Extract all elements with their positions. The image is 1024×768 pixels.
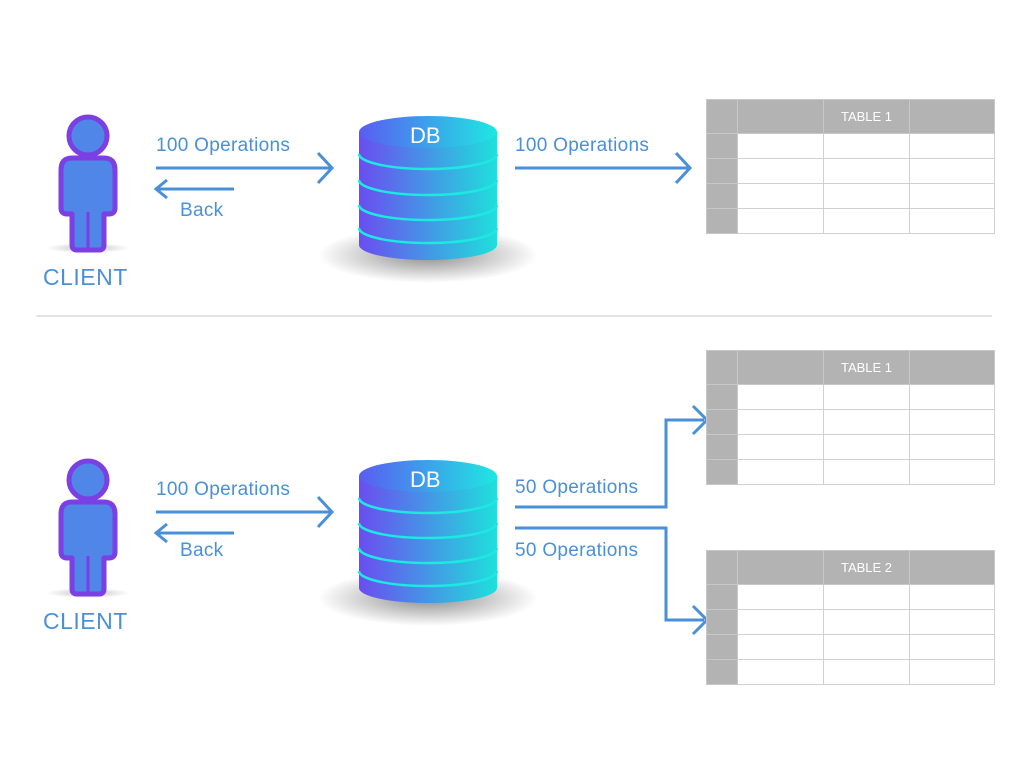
request-arrow-top bbox=[156, 151, 335, 185]
back-label-bottom: Back bbox=[180, 540, 224, 561]
table-row bbox=[706, 409, 995, 435]
table-title: TABLE 2 bbox=[823, 550, 910, 585]
table-row bbox=[706, 158, 995, 184]
table-row bbox=[706, 183, 995, 209]
table-row bbox=[706, 384, 995, 410]
request-label-top: 100 Operations bbox=[156, 135, 291, 156]
table-row bbox=[706, 208, 995, 234]
table-row bbox=[706, 133, 995, 159]
database-icon-top bbox=[318, 116, 538, 283]
split-label-1: 50 Operations bbox=[515, 477, 639, 498]
table-row bbox=[706, 634, 995, 660]
table-title: TABLE 1 bbox=[823, 99, 910, 134]
table-2-bottom: TABLE 2 bbox=[706, 550, 995, 685]
split-label-2: 50 Operations bbox=[515, 540, 639, 561]
table-row bbox=[706, 459, 995, 485]
db-label-bottom: DB bbox=[410, 467, 441, 492]
request-arrow-bottom bbox=[156, 495, 335, 529]
back-label-top: Back bbox=[180, 200, 224, 221]
client-icon-top bbox=[46, 114, 130, 253]
table-row bbox=[706, 584, 995, 610]
section-divider bbox=[36, 315, 992, 317]
back-arrow-top bbox=[153, 178, 234, 200]
client-icon-bottom bbox=[46, 458, 130, 598]
client-label-bottom: CLIENT bbox=[43, 608, 128, 634]
table-row bbox=[706, 609, 995, 635]
table-row bbox=[706, 434, 995, 460]
table-1-top: TABLE 1 bbox=[706, 99, 995, 234]
db-to-table-label-top: 100 Operations bbox=[515, 135, 650, 156]
client-label-top: CLIENT bbox=[43, 264, 128, 290]
request-label-bottom: 100 Operations bbox=[156, 479, 291, 500]
back-arrow-bottom bbox=[153, 522, 234, 544]
table-title: TABLE 1 bbox=[823, 350, 910, 385]
db-to-table-arrow-top bbox=[515, 151, 693, 185]
database-icon-bottom bbox=[318, 460, 538, 626]
table-1-bottom: TABLE 1 bbox=[706, 350, 995, 485]
table-row bbox=[706, 659, 995, 685]
db-label-top: DB bbox=[410, 123, 441, 148]
